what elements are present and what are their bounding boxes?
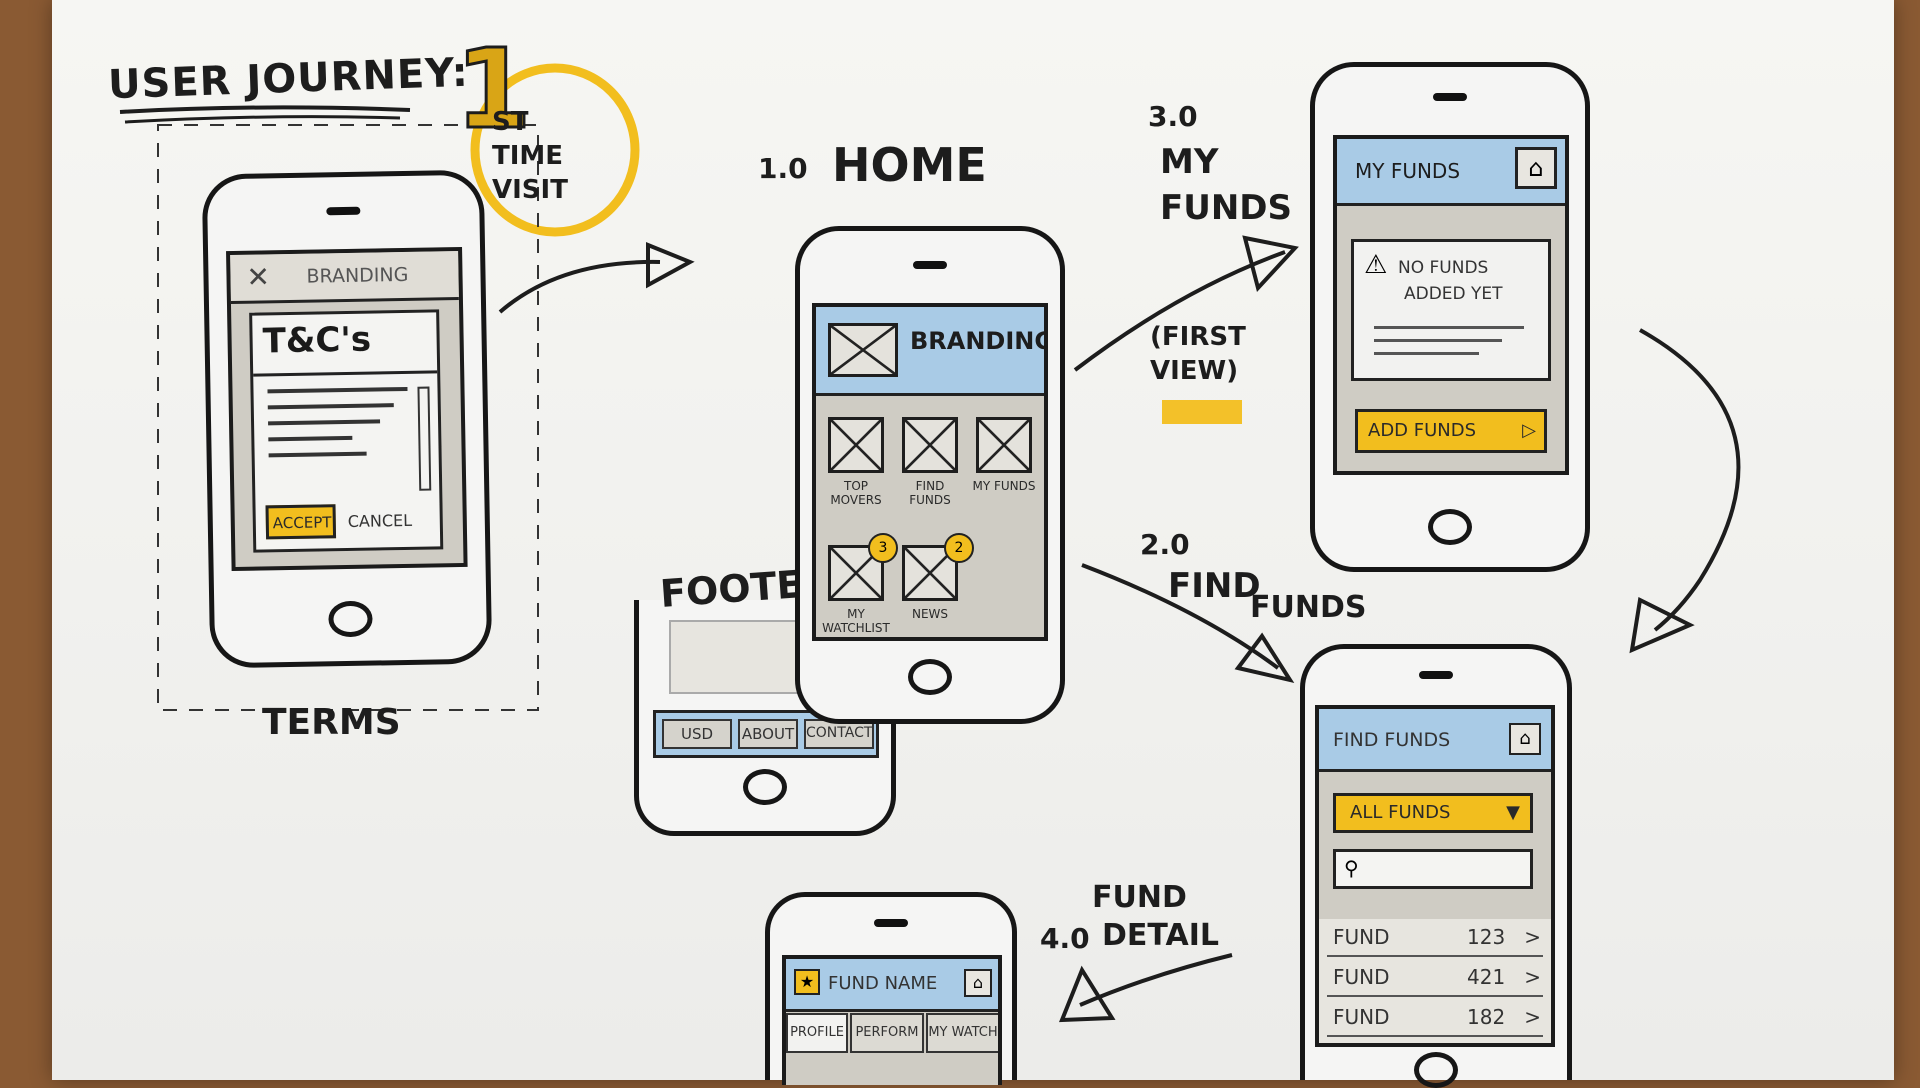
find-funds-title-2: FUNDS <box>1250 590 1366 625</box>
empty-message-1: NO FUNDS <box>1398 258 1488 278</box>
fund-detail-step: 4.0 <box>1040 922 1090 955</box>
find-funds-header: FIND FUNDS ⌂ <box>1319 709 1551 772</box>
home-button[interactable] <box>328 601 373 638</box>
find-funds-title-1: FIND <box>1168 566 1261 606</box>
close-icon[interactable]: ✕ <box>246 260 270 293</box>
my-funds-note: (FIRST VIEW) <box>1150 320 1270 388</box>
my-funds-step: 3.0 <box>1148 100 1198 133</box>
my-funds-header-title: MY FUNDS <box>1355 159 1460 183</box>
fund-detail-header: ★ FUND NAME ⌂ <box>786 959 998 1012</box>
phone-speaker <box>874 919 908 927</box>
tile-label-news: NEWS <box>895 607 965 621</box>
tile-label-find-funds: FIND FUNDS <box>895 479 965 507</box>
fund-number: 421 <box>1467 965 1505 989</box>
fund-detail-header-title: FUND NAME <box>828 973 937 994</box>
my-funds-header: MY FUNDS ⌂ <box>1337 139 1565 206</box>
add-funds-label: ADD FUNDS <box>1368 420 1476 441</box>
my-funds-title-1: MY <box>1160 142 1218 182</box>
logo-placeholder <box>828 323 898 377</box>
fund-number: 123 <box>1467 925 1505 949</box>
find-funds-phone: FIND FUNDS ⌂ ALL FUNDS ▼ ⚲ FUND 123 > FU… <box>1300 644 1572 1080</box>
terms-branding-bar: ✕ BRANDING <box>230 251 459 304</box>
footer-usd-button[interactable]: USD <box>662 719 732 749</box>
search-icon: ⚲ <box>1344 856 1359 880</box>
footer-about-button[interactable]: ABOUT <box>738 719 798 749</box>
home-button[interactable] <box>743 769 787 805</box>
chevron-right-icon: > <box>1524 925 1541 949</box>
fund-name: FUND <box>1333 925 1390 949</box>
fund-row[interactable]: FUND 421 > <box>1327 959 1543 997</box>
house-icon[interactable]: ⌂ <box>1515 147 1557 189</box>
empty-state-card: ⚠ NO FUNDS ADDED YET <box>1351 239 1551 381</box>
terms-text <box>267 387 408 457</box>
tab-perform[interactable]: PERFORM <box>850 1013 924 1053</box>
chevron-down-icon: ▼ <box>1506 802 1520 823</box>
visit-label: ST TIME VISIT <box>492 105 592 207</box>
empty-message-2: ADDED YET <box>1404 284 1503 304</box>
placeholder-lines <box>1374 326 1524 355</box>
fund-name: FUND <box>1333 1005 1390 1029</box>
fund-detail-screen: ★ FUND NAME ⌂ PROFILE PERFORM MY WATCH <box>782 955 1002 1085</box>
chevron-right-icon: > <box>1524 1005 1541 1029</box>
home-button[interactable] <box>1414 1052 1458 1088</box>
all-funds-dropdown[interactable]: ALL FUNDS ▼ <box>1333 793 1533 833</box>
tab-my-watch[interactable]: MY WATCH <box>926 1013 1000 1053</box>
add-funds-button[interactable]: ADD FUNDS ▷ <box>1355 409 1547 453</box>
title-divider <box>253 370 437 376</box>
home-title: HOME <box>832 138 987 192</box>
my-funds-phone: MY FUNDS ⌂ ⚠ NO FUNDS ADDED YET ADD FUND… <box>1310 62 1590 572</box>
terms-scrollbar[interactable] <box>417 387 431 491</box>
home-phone: BRANDING TOP MOVERS FIND FUNDS MY FUNDS … <box>795 226 1065 724</box>
fund-detail-title-2: DETAIL <box>1102 918 1219 953</box>
home-button[interactable] <box>908 659 952 695</box>
house-icon[interactable]: ⌂ <box>1509 723 1541 755</box>
home-step: 1.0 <box>758 152 808 185</box>
tile-find-funds[interactable] <box>902 417 958 473</box>
phone-speaker <box>326 207 360 216</box>
search-input[interactable]: ⚲ <box>1333 849 1533 889</box>
find-funds-header-title: FIND FUNDS <box>1333 729 1450 751</box>
find-funds-step: 2.0 <box>1140 528 1190 561</box>
home-branding: BRANDING <box>910 327 1048 355</box>
tile-top-movers[interactable] <box>828 417 884 473</box>
accept-button[interactable]: ACCEPT <box>265 504 336 539</box>
fund-number: 182 <box>1467 1005 1505 1029</box>
star-icon[interactable]: ★ <box>794 969 820 995</box>
cancel-button[interactable]: CANCEL <box>348 511 413 531</box>
phone-speaker <box>1419 671 1453 679</box>
all-funds-label: ALL FUNDS <box>1350 802 1450 823</box>
phone-speaker <box>1433 93 1467 101</box>
phone-speaker <box>913 261 947 269</box>
watchlist-badge: 3 <box>868 533 898 563</box>
warning-icon: ⚠ <box>1364 250 1387 280</box>
house-icon[interactable]: ⌂ <box>964 969 992 997</box>
tile-my-funds[interactable] <box>976 417 1032 473</box>
tile-label-my-funds: MY FUNDS <box>969 479 1039 493</box>
fund-row[interactable]: FUND 123 > <box>1327 919 1543 957</box>
find-funds-screen: FIND FUNDS ⌂ ALL FUNDS ▼ ⚲ FUND 123 > FU… <box>1315 705 1555 1047</box>
terms-dialog: T&C's ACCEPT CANCEL <box>249 309 443 552</box>
home-branding-bar: BRANDING <box>816 307 1044 396</box>
terms-caption: TERMS <box>262 702 401 743</box>
news-badge: 2 <box>944 533 974 563</box>
terms-screen: ✕ BRANDING T&C's ACCEPT CANCEL <box>226 247 468 571</box>
my-funds-screen: MY FUNDS ⌂ ⚠ NO FUNDS ADDED YET ADD FUND… <box>1333 135 1569 475</box>
terms-branding: BRANDING <box>306 264 408 288</box>
terms-dialog-title: T&C's <box>262 320 371 362</box>
tab-profile[interactable]: PROFILE <box>786 1013 848 1053</box>
fund-list: FUND 123 > FUND 421 > FUND 182 > <box>1319 919 1551 1043</box>
chevron-right-icon: ▷ <box>1522 420 1536 441</box>
terms-phone: ✕ BRANDING T&C's ACCEPT CANCEL <box>202 170 493 669</box>
tile-label-top-movers: TOP MOVERS <box>821 479 891 507</box>
fund-name: FUND <box>1333 965 1390 989</box>
fund-detail-title-1: FUND <box>1092 880 1187 915</box>
chevron-right-icon: > <box>1524 965 1541 989</box>
tile-label-my-watchlist: MY WATCHLIST <box>821 607 891 635</box>
fund-detail-phone: ★ FUND NAME ⌂ PROFILE PERFORM MY WATCH <box>765 892 1017 1080</box>
fund-row[interactable]: FUND 182 > <box>1327 999 1543 1037</box>
home-screen: BRANDING TOP MOVERS FIND FUNDS MY FUNDS … <box>812 303 1048 641</box>
home-button[interactable] <box>1428 509 1472 545</box>
my-funds-title-2: FUNDS <box>1160 188 1292 228</box>
